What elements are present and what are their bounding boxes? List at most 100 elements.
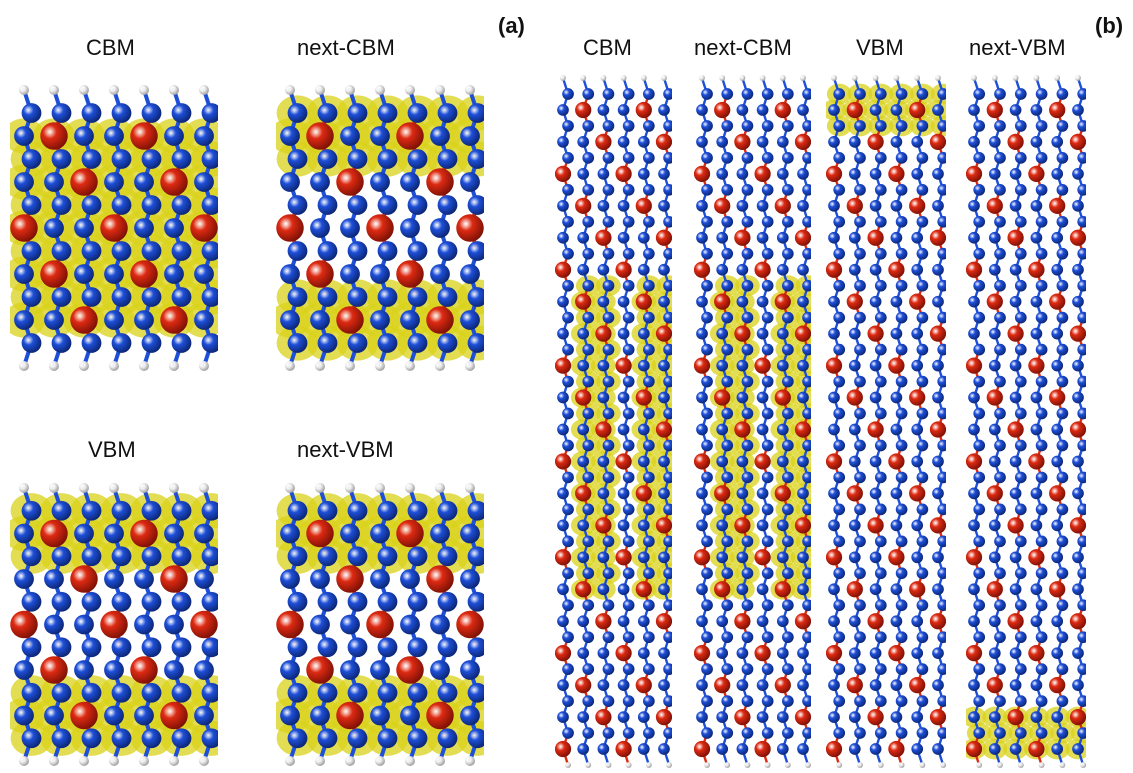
nonmetal-atom — [833, 120, 846, 132]
nonmetal-atom — [988, 711, 1001, 723]
nonmetal-atom — [1030, 295, 1043, 308]
nonmetal-atom — [696, 391, 708, 404]
hydrogen-atom — [1012, 75, 1019, 81]
nonmetal-atom — [890, 487, 903, 500]
nonmetal-atom — [1035, 727, 1048, 739]
nonmetal-atom — [797, 679, 809, 691]
metal-atom — [826, 549, 843, 566]
nonmetal-atom — [1077, 535, 1086, 548]
atom-layer — [10, 85, 218, 371]
nonmetal-atom — [911, 711, 924, 723]
metal-atom — [774, 101, 791, 119]
nonmetal-atom — [171, 591, 192, 612]
metal-atom — [396, 260, 424, 288]
nonmetal-atom — [869, 168, 882, 180]
nonmetal-atom — [407, 546, 428, 567]
nonmetal-atom — [994, 727, 1006, 739]
metal-atom — [846, 676, 863, 694]
hydrogen-atom — [19, 756, 29, 766]
nonmetal-atom — [1051, 136, 1064, 148]
metal-atom — [754, 453, 771, 470]
nonmetal-atom — [701, 631, 713, 644]
nonmetal-atom — [562, 152, 574, 164]
metal-atom — [867, 421, 884, 438]
nonmetal-atom — [460, 523, 480, 544]
nonmetal-atom — [51, 682, 72, 703]
nonmetal-atom — [643, 727, 655, 739]
nonmetal-atom — [701, 88, 713, 100]
nonmetal-atom — [782, 567, 794, 580]
metal-atom — [555, 549, 572, 566]
nonmetal-atom — [1051, 168, 1064, 180]
nonmetal-atom — [437, 637, 458, 658]
nonmetal-atom — [874, 631, 887, 644]
nonmetal-atom — [134, 310, 154, 330]
nonmetal-atom — [460, 705, 480, 726]
metal-atom — [70, 565, 98, 593]
nonmetal-atom — [577, 551, 590, 564]
nonmetal-atom — [1056, 279, 1069, 292]
nonmetal-atom — [736, 391, 749, 404]
nonmetal-atom — [895, 567, 908, 580]
metal-atom — [774, 389, 791, 406]
nonmetal-atom — [582, 407, 595, 420]
nonmetal-atom — [347, 333, 368, 353]
nonmetal-atom — [597, 199, 610, 212]
nonmetal-atom — [51, 728, 72, 749]
nonmetal-atom — [1035, 631, 1048, 644]
nonmetal-atom — [1035, 247, 1048, 260]
nonmetal-atom — [663, 727, 672, 739]
nonmetal-atom — [869, 487, 882, 500]
nonmetal-atom — [643, 599, 655, 612]
nonmetal-atom — [617, 199, 630, 212]
hydrogen-atom — [199, 361, 209, 371]
nonmetal-atom — [937, 311, 946, 324]
hydrogen-atom — [435, 85, 445, 95]
hydrogen-atom — [315, 85, 325, 95]
nonmetal-atom — [617, 391, 630, 404]
nonmetal-atom — [802, 343, 811, 356]
hydrogen-atom — [1059, 762, 1066, 768]
nonmetal-atom — [407, 333, 428, 353]
metal-atom — [615, 549, 632, 566]
metal-atom — [966, 645, 983, 662]
nonmetal-atom — [1014, 152, 1027, 164]
nonmetal-atom — [1035, 599, 1048, 612]
metal-atom — [734, 133, 751, 151]
hydrogen-atom — [465, 483, 475, 493]
nonmetal-atom — [716, 647, 729, 660]
nonmetal-atom — [430, 264, 450, 284]
nonmetal-atom — [577, 327, 590, 340]
hydrogen-atom — [645, 762, 652, 768]
nonmetal-atom — [347, 103, 368, 123]
nonmetal-atom — [622, 727, 635, 739]
nonmetal-atom — [994, 503, 1006, 516]
nonmetal-atom — [347, 500, 368, 521]
nonmetal-atom — [141, 546, 162, 567]
nonmetal-atom — [756, 104, 769, 116]
nonmetal-atom — [194, 126, 214, 146]
nonmetal-atom — [317, 333, 338, 353]
nonmetal-atom — [721, 535, 734, 548]
hydrogen-atom — [605, 762, 612, 768]
nonmetal-atom — [736, 104, 749, 116]
nonmetal-atom — [874, 695, 887, 707]
nonmetal-atom — [741, 215, 754, 228]
hydrogen-atom — [565, 762, 571, 768]
nonmetal-atom — [557, 423, 569, 436]
metal-atom — [986, 101, 1003, 119]
nonmetal-atom — [776, 423, 789, 436]
nonmetal-atom — [782, 407, 794, 420]
metal-atom — [160, 565, 188, 593]
nonmetal-atom — [797, 487, 809, 500]
metal-atom — [635, 389, 652, 406]
nonmetal-atom — [557, 679, 569, 691]
nonmetal-atom — [895, 152, 908, 164]
nonmetal-atom — [890, 583, 903, 596]
nonmetal-atom — [617, 136, 630, 148]
nonmetal-atom — [828, 327, 840, 340]
nonmetal-atom — [1014, 88, 1027, 100]
nonmetal-atom — [1077, 567, 1086, 580]
nonmetal-atom — [782, 183, 794, 196]
nonmetal-atom — [51, 241, 72, 261]
